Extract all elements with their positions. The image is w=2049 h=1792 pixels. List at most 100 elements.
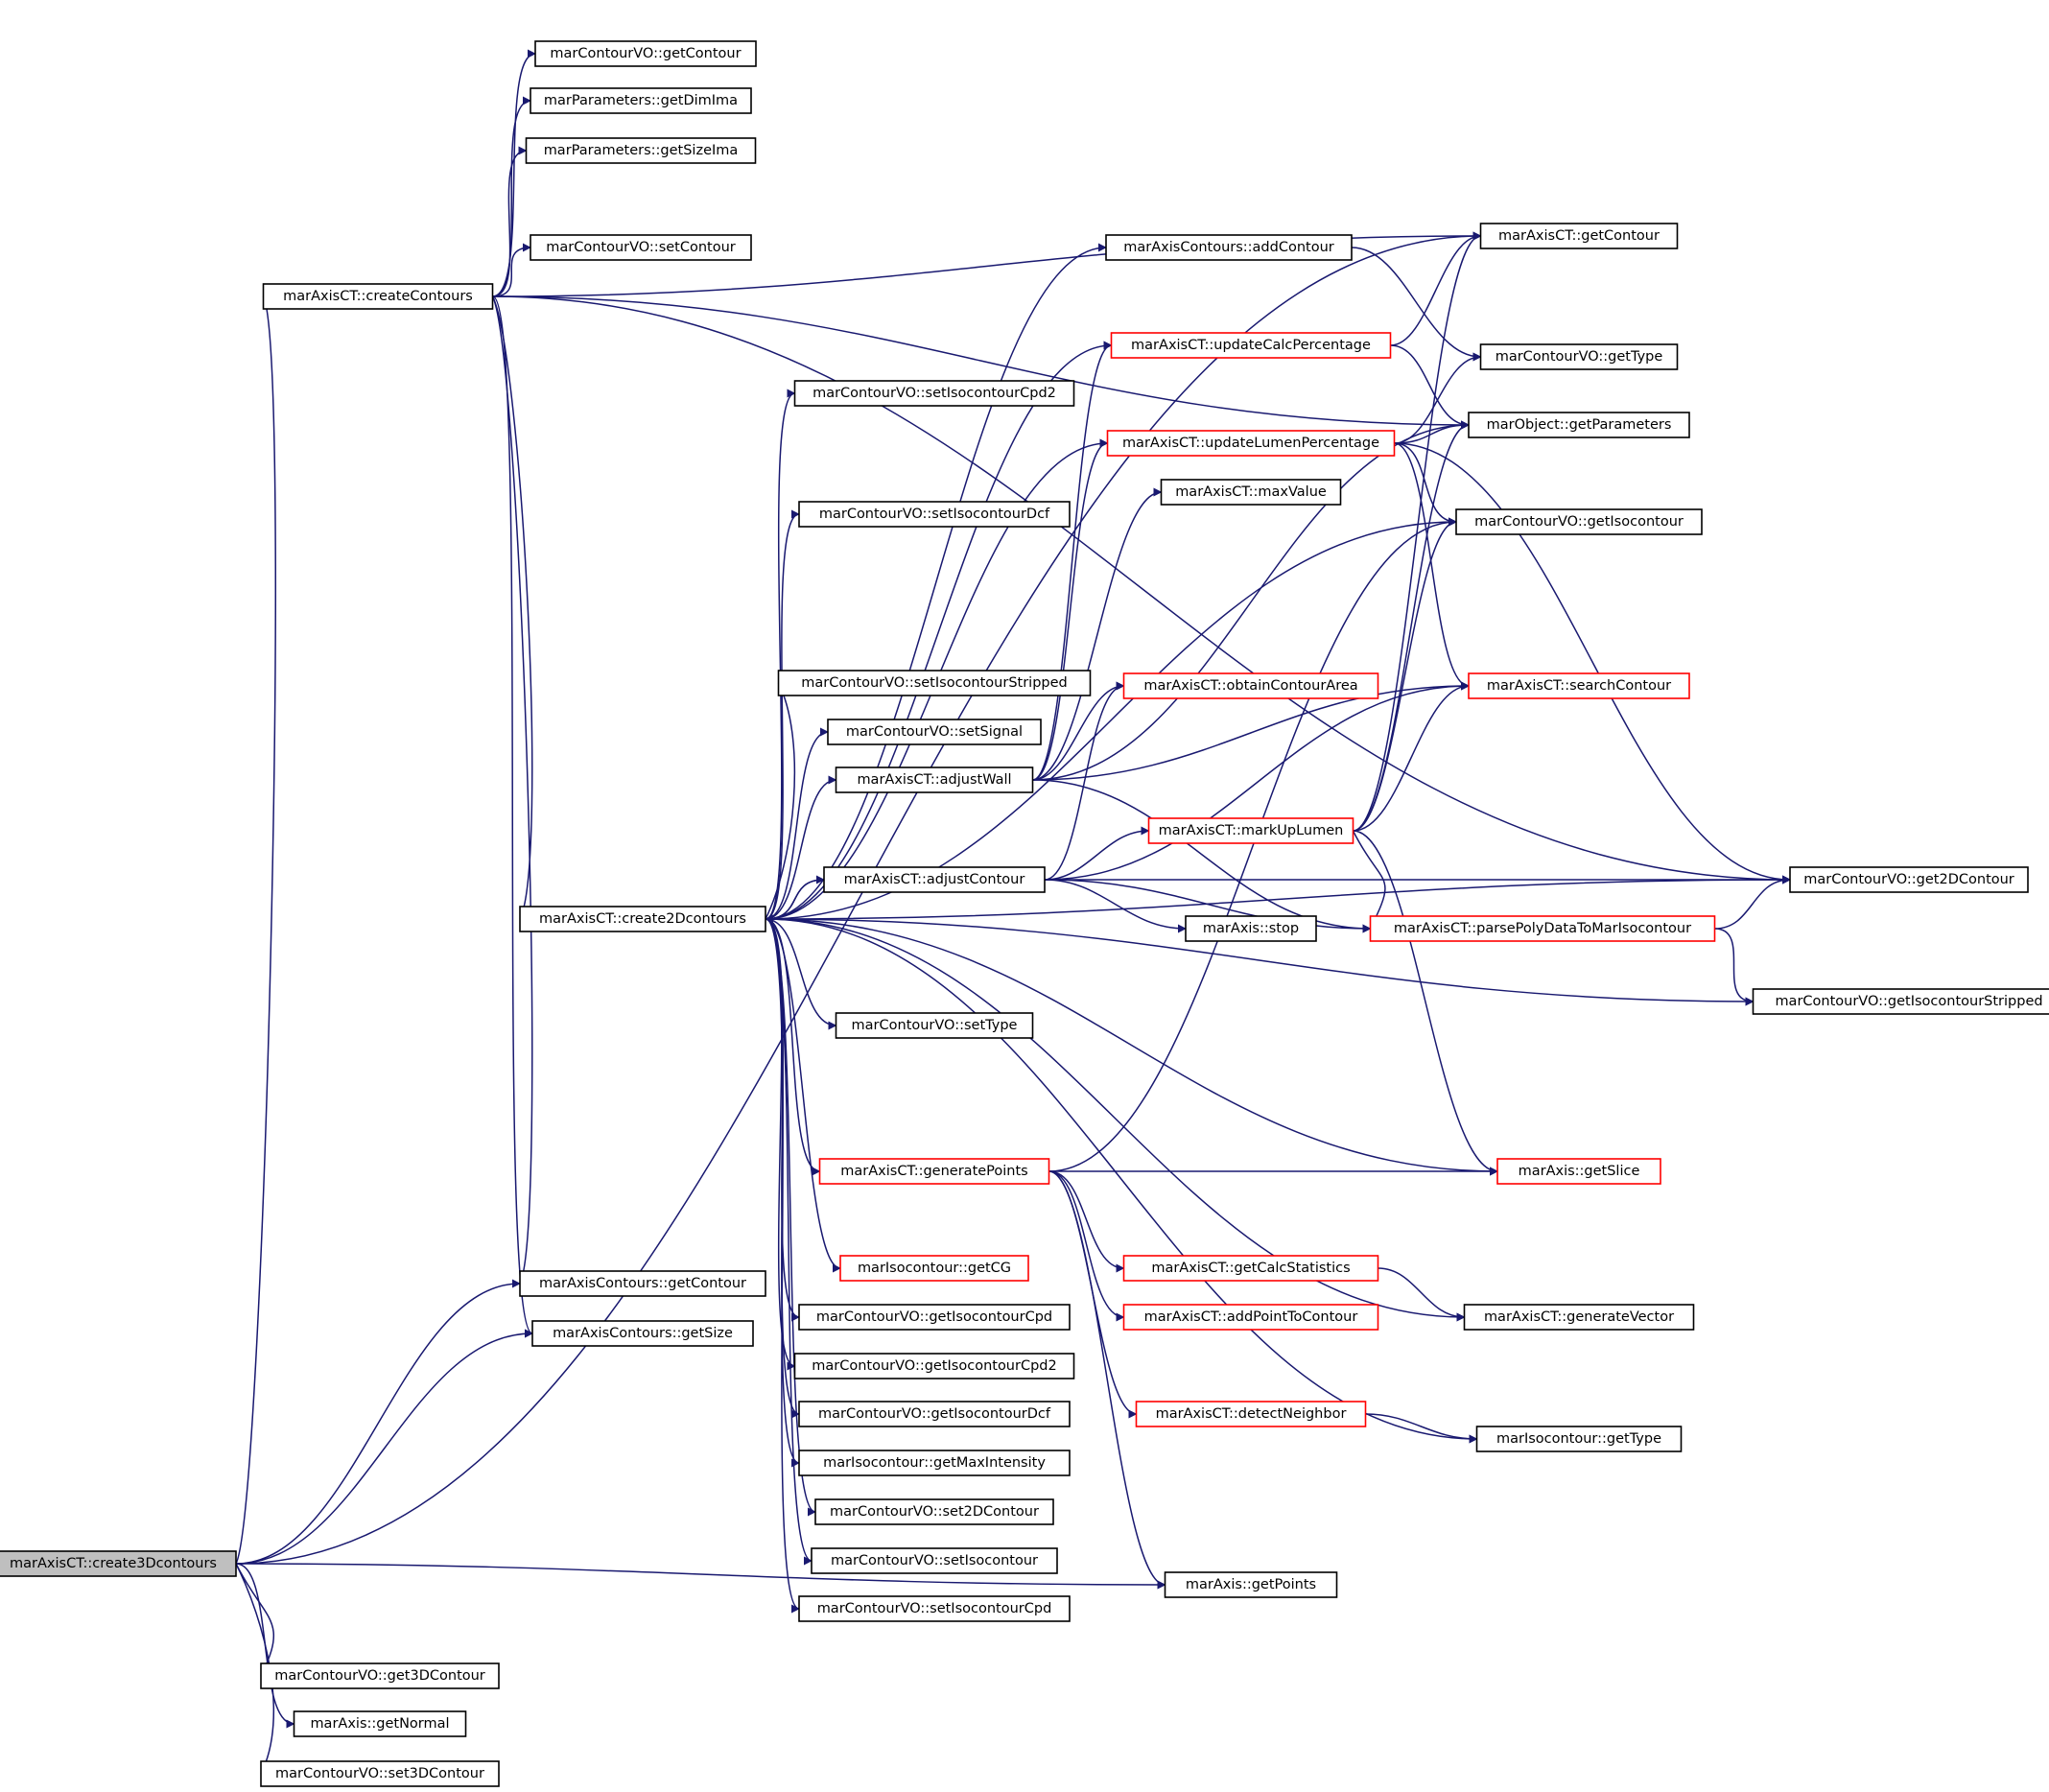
graph-node-create3D: marAxisCT::create3Dcontours <box>0 1550 237 1577</box>
edge-adjustWall-to-searchContour <box>1032 681 1470 781</box>
graph-node-updateLumen[interactable]: marAxisCT::updateLumenPercentage <box>1106 430 1396 457</box>
node-label: marParameters::getDimIma <box>544 93 738 108</box>
node-label: marAxisCT::createContours <box>283 289 473 304</box>
node-label: marAxis::stop <box>1203 921 1299 936</box>
node-box <box>823 866 1046 893</box>
graph-node-setIsoCpd2: marContourVO::setIsocontourCpd2 <box>793 380 1075 407</box>
edge-updateCalc-to-getParameters <box>1390 344 1470 430</box>
node-box <box>1135 1401 1367 1427</box>
node-label: marContourVO::setIsocontourDcf <box>819 507 1050 522</box>
node-label: marIsocontour::getType <box>1496 1431 1661 1447</box>
node-box <box>525 137 757 164</box>
edge-create2D-to-setIsoCpd2 <box>765 389 796 920</box>
node-label: marContourVO::set3DContour <box>275 1766 484 1781</box>
edge-create3D-to-createContours <box>235 295 276 1565</box>
graph-node-setSignal: marContourVO::setSignal <box>827 719 1042 745</box>
node-box <box>1752 988 2049 1015</box>
node-label: marAxisCT::create2Dcontours <box>539 911 746 927</box>
graph-node-updateCalc[interactable]: marAxisCT::updateCalcPercentage <box>1110 332 1392 359</box>
edge-parsePoly-to-get2DContour <box>1714 875 1791 930</box>
edge-createContours-to-getSizeIma <box>492 146 528 297</box>
node-box <box>530 87 752 114</box>
edge-create2D-to-setIsoStripped <box>765 682 796 920</box>
node-label: marAxis::getNormal <box>310 1716 449 1732</box>
graph-node-getTypeIso: marIsocontour::getType <box>1475 1426 1683 1452</box>
graph-node-getIsoCpd2: marContourVO::getIsocontourCpd2 <box>793 1353 1075 1379</box>
graph-node-detectNeighbor[interactable]: marAxisCT::detectNeighbor <box>1135 1401 1367 1427</box>
node-label: marAxisContours::addContour <box>1123 240 1333 255</box>
graph-node-adjustContour: marAxisCT::adjustContour <box>823 866 1046 893</box>
edge-generatePoints-to-getPoints <box>1048 1170 1166 1590</box>
node-box <box>814 1498 1054 1525</box>
edge-updateLumen-to-getIsocontour <box>1394 442 1457 527</box>
node-label: marAxisCT::updateLumenPercentage <box>1122 436 1379 451</box>
node-label: marContourVO::setIsocontour <box>831 1553 1038 1568</box>
edge-create3D-to-getSize <box>235 1329 533 1565</box>
node-label: marContourVO::setContour <box>546 240 736 255</box>
edge-create3D-to-getContourCT <box>235 231 1482 1565</box>
node-box <box>798 1450 1071 1476</box>
graph-node-getCG[interactable]: marIsocontour::getCG <box>839 1255 1029 1282</box>
edge-updateLumen-to-searchContour <box>1394 442 1470 691</box>
edge-generatePoints-to-getIsocontour <box>1048 517 1457 1172</box>
node-box <box>293 1710 467 1737</box>
graph-node-getSlice[interactable]: marAxis::getSlice <box>1496 1158 1661 1185</box>
edge-create2D-to-getCG <box>765 918 841 1273</box>
node-box <box>1110 332 1392 359</box>
node-label: marContourVO::get3DContour <box>274 1668 485 1684</box>
graph-node-addPoint[interactable]: marAxisCT::addPointToContour <box>1122 1304 1379 1331</box>
edge-create2D-to-getIsoStripped <box>765 918 1755 1006</box>
edge-create2D-to-setIsoDcf <box>765 509 800 920</box>
node-label: marAxisCT::getCalcStatistics <box>1151 1261 1350 1276</box>
node-label: marContourVO::getIsocontourCpd <box>816 1309 1052 1325</box>
edge-addContour-to-getTypeVO <box>1351 247 1482 362</box>
node-label: marContourVO::setSignal <box>846 724 1023 740</box>
node-label: marAxisCT::generateVector <box>1484 1309 1674 1325</box>
node-box <box>793 1353 1075 1379</box>
node-label: marIsocontour::getMaxIntensity <box>823 1455 1046 1471</box>
graph-node-generateVector: marAxisCT::generateVector <box>1463 1304 1695 1331</box>
graph-node-generatePoints[interactable]: marAxisCT::generatePoints <box>818 1158 1050 1185</box>
edge-createContours-to-getContourAC <box>491 295 533 1285</box>
edge-adjustContour-to-searchContour <box>1044 681 1470 881</box>
node-label: marAxisCT::searchContour <box>1487 678 1671 694</box>
graph-node-searchContour[interactable]: marAxisCT::searchContour <box>1468 672 1690 699</box>
edge-adjustWall-to-updateLumen <box>1032 438 1109 781</box>
edge-create2D-to-adjustWall <box>765 775 837 920</box>
node-box <box>260 1662 500 1689</box>
node-label: marAxisCT::addPointToContour <box>1144 1309 1358 1325</box>
node-box <box>798 1304 1071 1331</box>
node-label: marContourVO::setIsocontourCpd2 <box>813 386 1056 401</box>
node-label: marParameters::getSizeIma <box>544 143 739 158</box>
node-label: marContourVO::getIsocontourDcf <box>818 1406 1051 1422</box>
edge-detectNeighbor-to-getTypeIso <box>1365 1413 1478 1444</box>
graph-node-getTypeVO: marContourVO::getType <box>1479 343 1679 370</box>
node-box <box>1122 672 1379 699</box>
edge-markUpLumen-to-searchContour <box>1353 681 1470 832</box>
graph-node-set3DContour: marContourVO::set3DContour <box>260 1760 500 1787</box>
node-box <box>835 1012 1034 1039</box>
graph-node-parsePoly[interactable]: marAxisCT::parsePolyDataToMarIsocontour <box>1369 915 1716 942</box>
node-box <box>1479 223 1679 249</box>
node-box <box>1468 672 1690 699</box>
node-label: marAxisCT::create3Dcontours <box>10 1556 217 1571</box>
graph-node-markUpLumen[interactable]: marAxisCT::markUpLumen <box>1147 817 1354 844</box>
node-label: marAxisCT::updateCalcPercentage <box>1131 338 1371 353</box>
graph-node-obtainArea[interactable]: marAxisCT::obtainContourArea <box>1122 672 1379 699</box>
node-box <box>811 1547 1058 1574</box>
graph-node-getIsocontour: marContourVO::getIsocontour <box>1455 508 1703 535</box>
node-label: marAxisCT::parsePolyDataToMarIsocontour <box>1394 921 1691 936</box>
node-label: marAxis::getPoints <box>1186 1577 1316 1592</box>
graph-node-getIsoStripped: marContourVO::getIsocontourStripped <box>1752 988 2049 1015</box>
node-box <box>777 670 1092 696</box>
edge-parsePoly-to-getIsoStripped <box>1714 928 1755 1006</box>
node-label: marAxisCT::generatePoints <box>840 1164 1027 1179</box>
graph-node-getMaxIntensity: marIsocontour::getMaxIntensity <box>798 1450 1071 1476</box>
edge-adjustWall-to-updateCalc <box>1032 341 1113 781</box>
edge-createContours-to-get2DContour <box>492 295 1791 884</box>
node-box <box>530 234 752 261</box>
node-label: marAxisCT::getContour <box>1498 228 1660 244</box>
node-box <box>260 1760 500 1787</box>
graph-node-getCalcStats[interactable]: marAxisCT::getCalcStatistics <box>1122 1255 1379 1282</box>
